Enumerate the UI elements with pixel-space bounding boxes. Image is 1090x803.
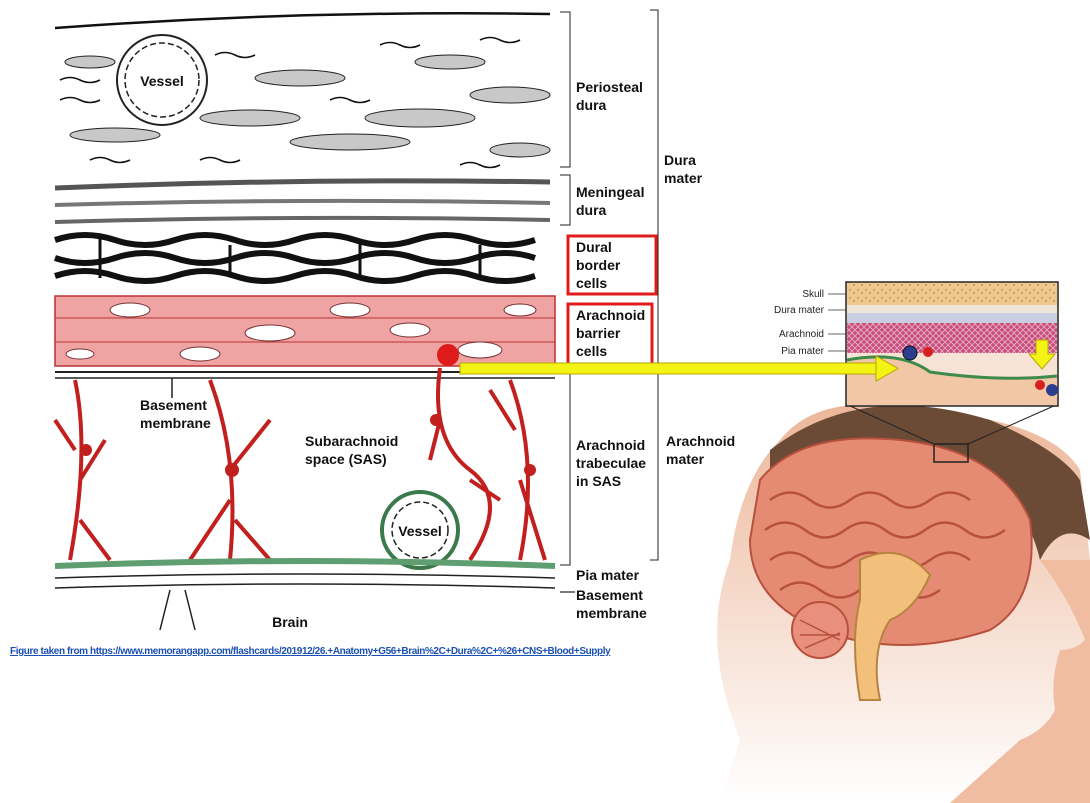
- pia-mater-label: Pia mater: [576, 567, 640, 583]
- meninges-diagram: Vessel: [42, 10, 740, 630]
- meninges-inset: Skull Dura mater Arachnoid Pia mater: [774, 282, 1058, 406]
- skull-label: Skull: [802, 289, 824, 300]
- highlight-dot: [437, 344, 459, 366]
- pia-mater-inset-label: Pia mater: [781, 346, 824, 357]
- brain-label: Brain: [272, 614, 308, 630]
- figure-source-link[interactable]: Figure taken from https://www.memorangap…: [10, 646, 610, 657]
- dura-mater-inset-label: Dura mater: [774, 305, 825, 316]
- vessel-bottom-label: Vessel: [398, 523, 442, 539]
- arachnoid-barrier-cells-layer: [55, 296, 555, 366]
- head-illustration: [717, 404, 1090, 803]
- vessel-top-label: Vessel: [140, 73, 184, 89]
- arachnoid-inset-label: Arachnoid: [779, 329, 824, 340]
